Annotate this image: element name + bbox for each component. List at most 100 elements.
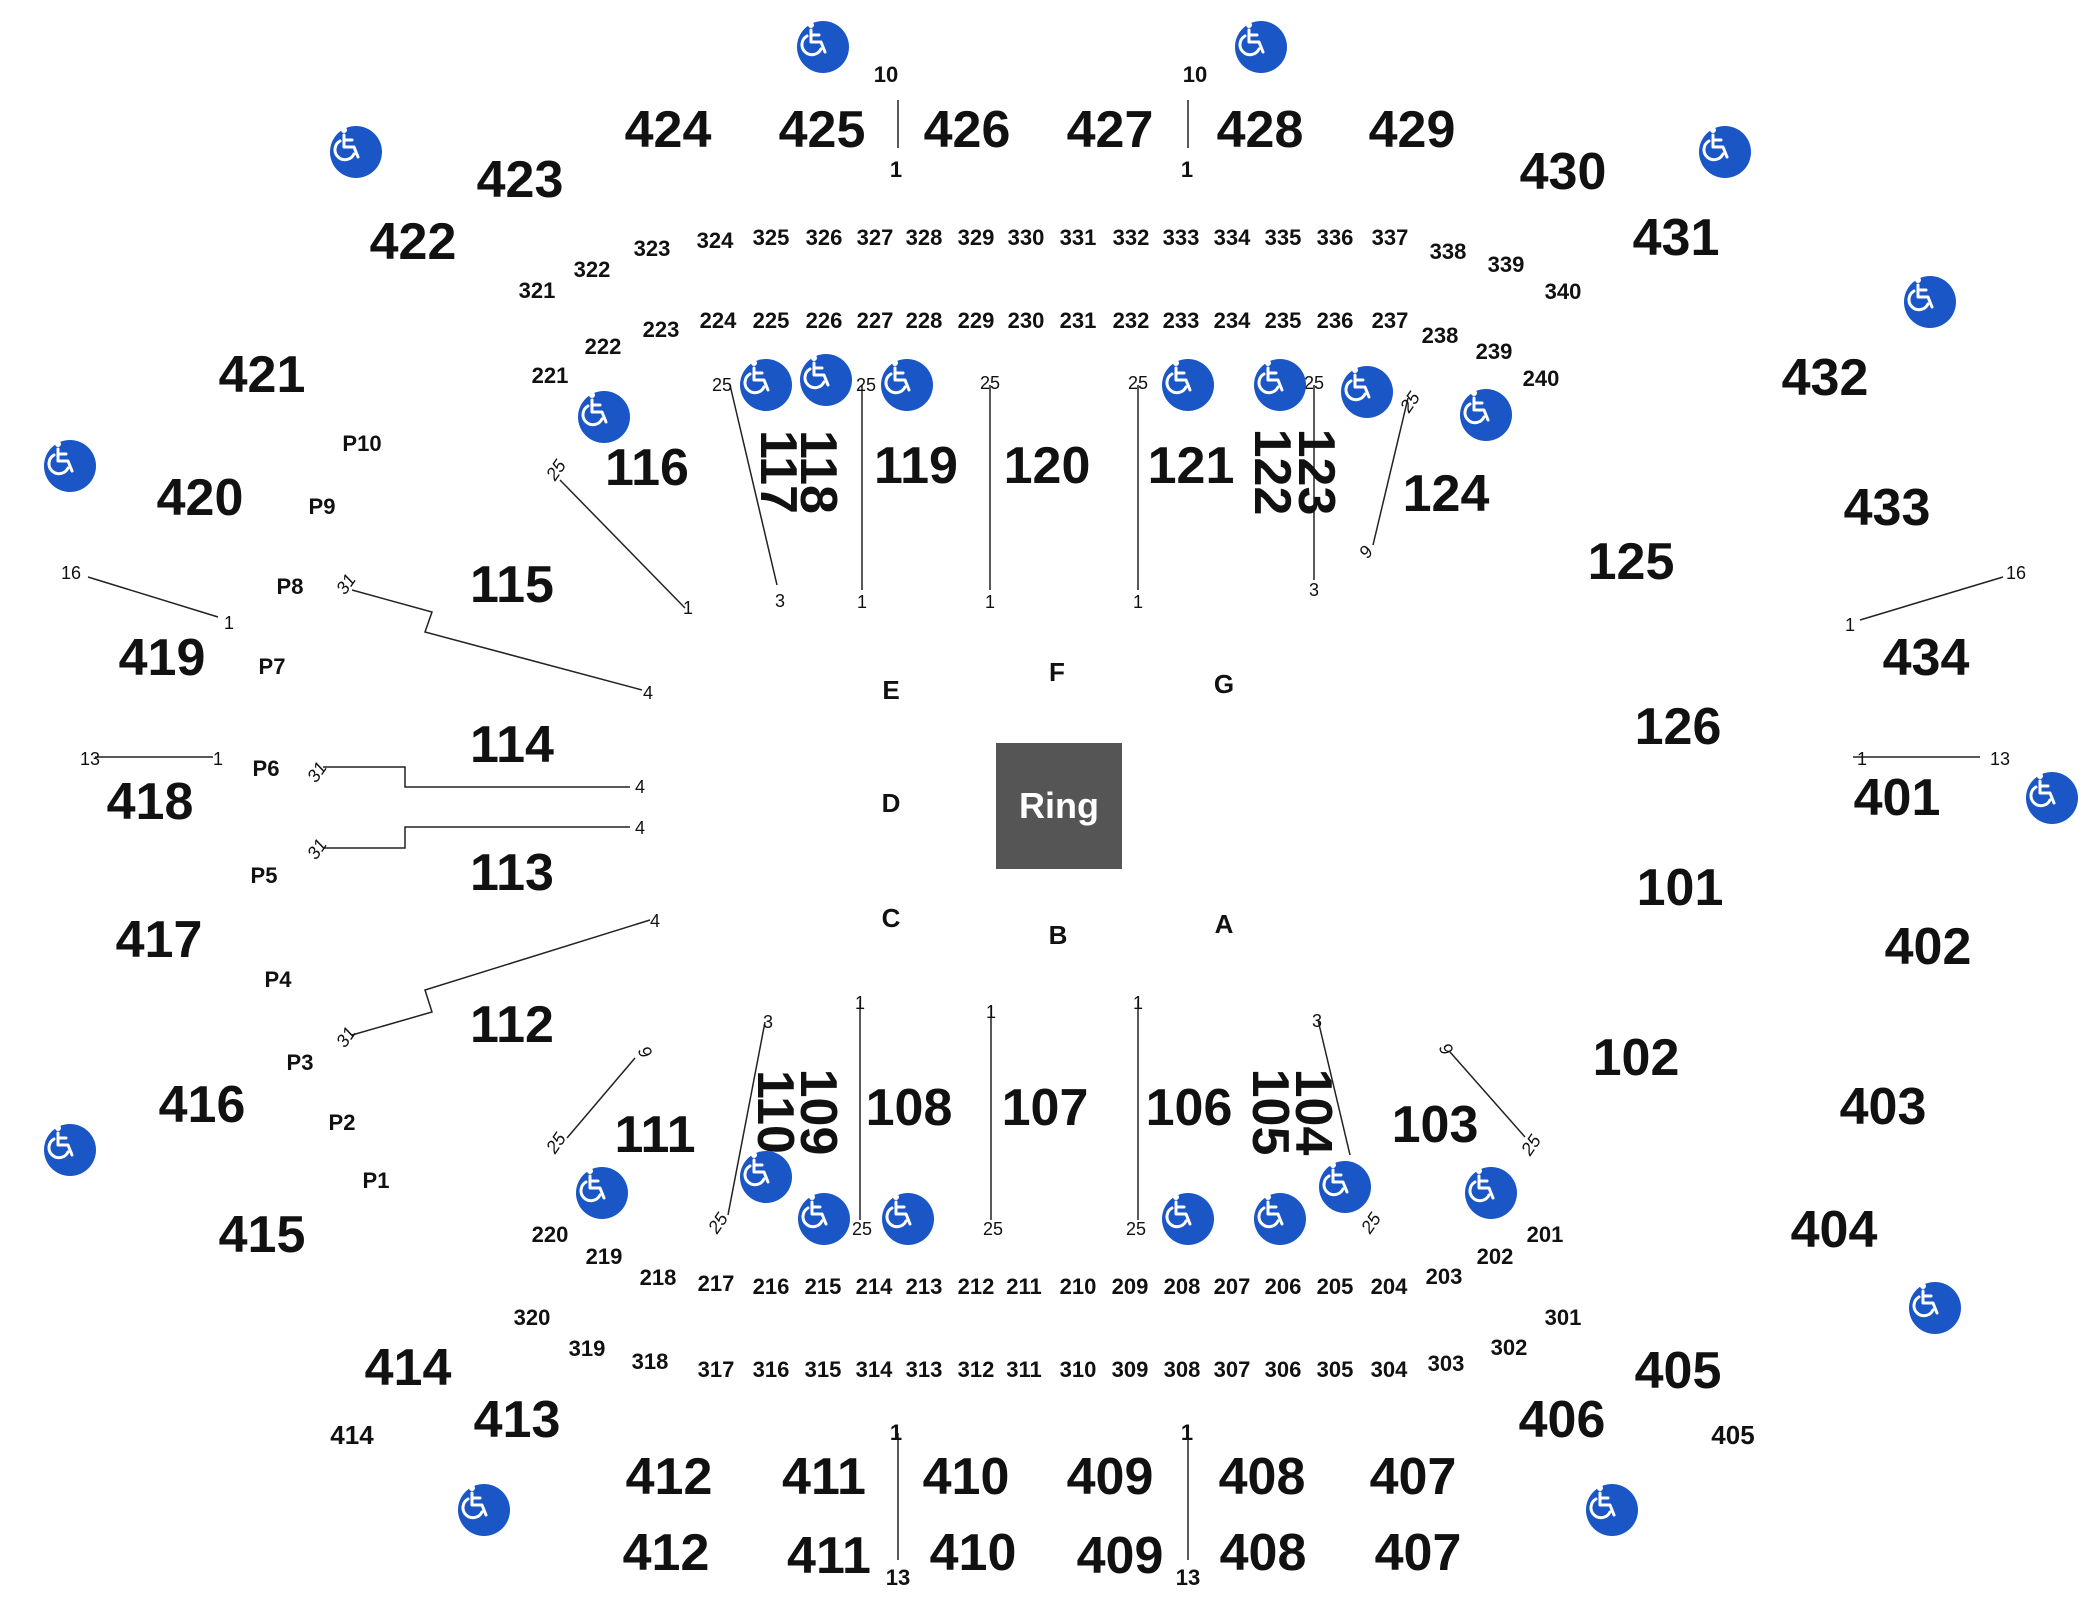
section-212[interactable]: 212 xyxy=(957,1274,995,1299)
party-box-p5[interactable]: P5 xyxy=(250,863,278,888)
section-233[interactable]: 233 xyxy=(1162,308,1200,333)
floor-section-a[interactable]: A xyxy=(1214,909,1234,939)
section-333[interactable]: 333 xyxy=(1162,225,1200,250)
section-405-sub[interactable]: 405 xyxy=(1711,1420,1755,1450)
section-224[interactable]: 224 xyxy=(699,308,737,333)
section-118[interactable]: 118 xyxy=(789,430,847,514)
section-227[interactable]: 227 xyxy=(856,308,894,333)
section-101[interactable]: 101 xyxy=(1636,859,1724,917)
section-311[interactable]: 311 xyxy=(1006,1357,1042,1382)
section-430[interactable]: 430 xyxy=(1519,143,1607,201)
section-222[interactable]: 222 xyxy=(584,334,622,359)
section-323[interactable]: 323 xyxy=(633,236,671,261)
section-230[interactable]: 230 xyxy=(1007,308,1045,333)
section-234[interactable]: 234 xyxy=(1213,308,1251,333)
section-431[interactable]: 431 xyxy=(1632,209,1720,267)
section-318[interactable]: 318 xyxy=(631,1349,669,1374)
section-407-sub[interactable]: 407 xyxy=(1374,1524,1462,1582)
section-231[interactable]: 231 xyxy=(1059,308,1097,333)
section-420[interactable]: 420 xyxy=(156,469,244,527)
floor-section-e[interactable]: E xyxy=(882,675,900,705)
section-103[interactable]: 103 xyxy=(1391,1096,1479,1154)
section-338[interactable]: 338 xyxy=(1429,239,1467,264)
section-411[interactable]: 411 xyxy=(782,1448,866,1506)
section-310[interactable]: 310 xyxy=(1059,1357,1097,1382)
section-406[interactable]: 406 xyxy=(1518,1391,1606,1449)
party-box-p4[interactable]: P4 xyxy=(264,967,292,992)
floor-section-g[interactable]: G xyxy=(1213,669,1235,699)
section-125[interactable]: 125 xyxy=(1587,533,1675,591)
section-410[interactable]: 410 xyxy=(922,1448,1010,1506)
section-419[interactable]: 419 xyxy=(118,629,206,687)
section-407[interactable]: 407 xyxy=(1369,1448,1457,1506)
section-123[interactable]: 123 xyxy=(1287,428,1345,516)
section-421[interactable]: 421 xyxy=(218,346,306,404)
section-209[interactable]: 209 xyxy=(1111,1274,1149,1299)
section-339[interactable]: 339 xyxy=(1487,252,1525,277)
section-434[interactable]: 434 xyxy=(1882,629,1970,687)
section-235[interactable]: 235 xyxy=(1264,308,1302,333)
section-221[interactable]: 221 xyxy=(531,363,569,388)
section-305[interactable]: 305 xyxy=(1316,1357,1354,1382)
floor-section-d[interactable]: D xyxy=(881,788,901,818)
section-119[interactable]: 119 xyxy=(874,437,958,495)
floor-section-f[interactable]: F xyxy=(1049,657,1065,687)
section-322[interactable]: 322 xyxy=(573,257,611,282)
section-216[interactable]: 216 xyxy=(752,1274,790,1299)
section-211[interactable]: 211 xyxy=(1006,1274,1042,1299)
section-313[interactable]: 313 xyxy=(905,1357,943,1382)
section-202[interactable]: 202 xyxy=(1476,1244,1514,1269)
section-412[interactable]: 412 xyxy=(625,1448,713,1506)
section-405[interactable]: 405 xyxy=(1634,1342,1722,1400)
section-325[interactable]: 325 xyxy=(752,225,790,250)
section-425[interactable]: 425 xyxy=(778,101,866,159)
section-408[interactable]: 408 xyxy=(1218,1448,1306,1506)
section-330[interactable]: 330 xyxy=(1007,225,1045,250)
section-413[interactable]: 413 xyxy=(473,1391,561,1449)
party-box-p2[interactable]: P2 xyxy=(328,1110,356,1135)
section-317[interactable]: 317 xyxy=(697,1357,735,1382)
section-219[interactable]: 219 xyxy=(585,1244,623,1269)
section-302[interactable]: 302 xyxy=(1490,1335,1528,1360)
section-208[interactable]: 208 xyxy=(1163,1274,1201,1299)
section-126[interactable]: 126 xyxy=(1634,698,1722,756)
section-340[interactable]: 340 xyxy=(1544,279,1582,304)
section-337[interactable]: 337 xyxy=(1371,225,1409,250)
section-207[interactable]: 207 xyxy=(1213,1274,1251,1299)
section-326[interactable]: 326 xyxy=(805,225,843,250)
section-229[interactable]: 229 xyxy=(957,308,995,333)
section-226[interactable]: 226 xyxy=(805,308,843,333)
section-429[interactable]: 429 xyxy=(1368,101,1456,159)
section-236[interactable]: 236 xyxy=(1316,308,1354,333)
section-238[interactable]: 238 xyxy=(1421,323,1459,348)
section-114[interactable]: 114 xyxy=(470,716,554,774)
section-424[interactable]: 424 xyxy=(624,101,712,159)
section-401[interactable]: 401 xyxy=(1853,769,1941,827)
section-106[interactable]: 106 xyxy=(1145,1079,1233,1137)
section-124[interactable]: 124 xyxy=(1402,465,1490,523)
section-329[interactable]: 329 xyxy=(957,225,995,250)
section-316[interactable]: 316 xyxy=(752,1357,790,1382)
section-415[interactable]: 415 xyxy=(218,1206,306,1264)
section-433[interactable]: 433 xyxy=(1843,479,1931,537)
section-320[interactable]: 320 xyxy=(513,1305,551,1330)
section-112[interactable]: 112 xyxy=(470,996,554,1054)
party-box-p7[interactable]: P7 xyxy=(258,654,286,679)
section-423[interactable]: 423 xyxy=(476,151,564,209)
section-113[interactable]: 113 xyxy=(470,844,554,902)
section-312[interactable]: 312 xyxy=(957,1357,995,1382)
section-417[interactable]: 417 xyxy=(115,911,203,969)
section-403[interactable]: 403 xyxy=(1839,1078,1927,1136)
section-412-sub[interactable]: 412 xyxy=(622,1524,710,1582)
section-324[interactable]: 324 xyxy=(696,228,734,253)
section-428[interactable]: 428 xyxy=(1216,101,1304,159)
section-121[interactable]: 121 xyxy=(1147,437,1235,495)
section-201[interactable]: 201 xyxy=(1526,1222,1564,1247)
section-314[interactable]: 314 xyxy=(855,1357,893,1382)
section-414-sub[interactable]: 414 xyxy=(330,1420,374,1450)
section-105[interactable]: 105 xyxy=(1241,1068,1299,1156)
floor-section-c[interactable]: C xyxy=(881,903,901,933)
section-304[interactable]: 304 xyxy=(1370,1357,1408,1382)
section-409-sub[interactable]: 409 xyxy=(1076,1527,1164,1585)
section-335[interactable]: 335 xyxy=(1264,225,1302,250)
